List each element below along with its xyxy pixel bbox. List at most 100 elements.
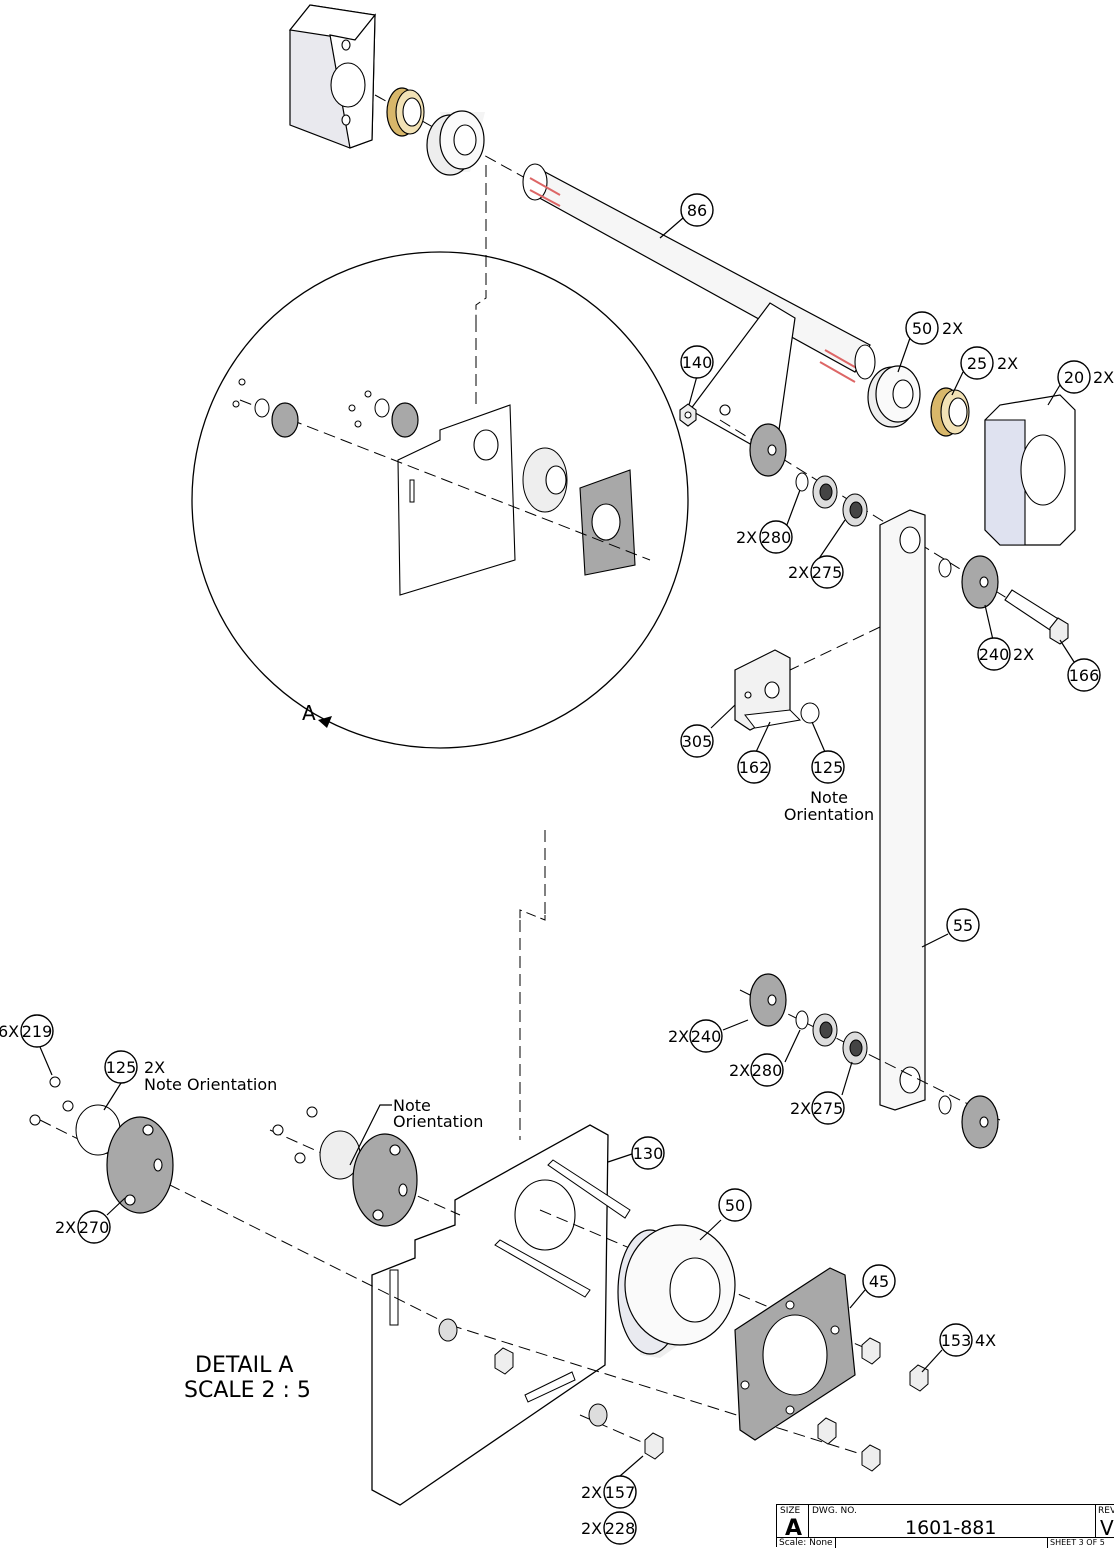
balloon: 50 <box>905 311 939 345</box>
svg-text:162: 162 <box>739 758 770 777</box>
svg-text:140: 140 <box>682 353 713 372</box>
balloon-mult: 2X <box>581 1483 602 1502</box>
svg-text:157: 157 <box>605 1483 636 1502</box>
bushing-upper <box>386 87 425 137</box>
bushing-right <box>930 387 970 437</box>
title-block: SIZE A DWG. NO. 1601-881 REV V Scale: No… <box>776 1504 1114 1548</box>
svg-text:270: 270 <box>79 1218 110 1237</box>
dwg-cell: DWG. NO. 1601-881 <box>809 1505 1097 1539</box>
note-orientation-hub-1: Note <box>393 1096 431 1115</box>
balloon: 275 <box>810 555 844 589</box>
rev-value: V <box>1100 1516 1114 1540</box>
bracket-305 <box>734 649 820 731</box>
balloon-mult: 2X <box>144 1058 165 1077</box>
balloon-mult: 2X <box>997 354 1018 373</box>
svg-text:280: 280 <box>752 1061 783 1080</box>
size-value: A <box>785 1516 803 1541</box>
balloon: 305 <box>680 724 714 758</box>
note-orientation-lower: Note Orientation <box>144 1075 277 1094</box>
bearing-block-right <box>984 394 1076 546</box>
balloon: 219 <box>20 1014 54 1048</box>
svg-text:130: 130 <box>633 1144 664 1163</box>
svg-text:280: 280 <box>761 528 792 547</box>
svg-text:125: 125 <box>813 758 844 777</box>
collar-upper <box>426 110 485 176</box>
balloon: 45 <box>862 1264 896 1298</box>
svg-text:275: 275 <box>812 563 843 582</box>
balloon-mult: 4X <box>975 1331 996 1350</box>
detail-plate-mini <box>397 404 636 596</box>
collar-right <box>867 365 921 428</box>
size-cell: SIZE A <box>777 1505 809 1541</box>
link-bar <box>879 509 926 1111</box>
balloon: 280 <box>750 1053 784 1087</box>
mounting-plate <box>371 1124 609 1506</box>
balloon-mult: 2X <box>1013 645 1034 664</box>
size-label: SIZE <box>780 1506 801 1516</box>
detail-marker: A <box>302 701 316 725</box>
balloon: 140 <box>680 345 714 379</box>
balloon: 125 <box>104 1050 138 1084</box>
bearing-block-upper <box>288 4 377 149</box>
svg-text:275: 275 <box>813 1099 844 1118</box>
balloon: 240 <box>977 637 1011 671</box>
detail-hub-mini <box>232 378 419 438</box>
balloon: 166 <box>1067 658 1101 692</box>
svg-text:125: 125 <box>106 1058 137 1077</box>
balloon-mult: 2X <box>581 1519 602 1538</box>
svg-text:86: 86 <box>687 201 707 220</box>
nut-140 <box>679 403 697 427</box>
balloon-mult: 2X <box>736 528 757 547</box>
svg-text:55: 55 <box>953 916 973 935</box>
note-orientation-hub-2: Orientation <box>393 1112 483 1131</box>
balloon: 25 <box>960 346 994 380</box>
note-orientation-upper-2: Orientation <box>784 805 874 824</box>
svg-text:45: 45 <box>869 1272 889 1291</box>
nuts-153 <box>817 1337 929 1472</box>
balloon: 50 <box>718 1188 752 1222</box>
balloon-mult: 2X <box>790 1099 811 1118</box>
hub-left <box>29 1076 174 1214</box>
dwg-number: 1601-881 <box>905 1517 997 1539</box>
balloon: 240 <box>689 1019 723 1053</box>
svg-text:25: 25 <box>967 354 987 373</box>
svg-text:219: 219 <box>22 1022 53 1041</box>
balloon: 55 <box>946 908 980 942</box>
balloon: 86 <box>680 193 714 227</box>
balloon-mult: 2X <box>55 1218 76 1237</box>
detail-scale: SCALE 2 : 5 <box>184 1378 311 1403</box>
balloon-mult: 2X <box>729 1061 750 1080</box>
rev-label: REV <box>1098 1506 1114 1516</box>
balloon: 157 <box>603 1475 637 1509</box>
detail-circle <box>191 251 689 749</box>
rev-cell: REV V <box>1095 1505 1114 1540</box>
hub-middle <box>272 1106 418 1227</box>
dwg-label: DWG. NO. <box>812 1506 857 1516</box>
balloon-mult: 2X <box>942 319 963 338</box>
svg-text:153: 153 <box>941 1331 972 1350</box>
flange-plate <box>734 1267 856 1441</box>
balloon: 162 <box>737 750 771 784</box>
balloon-mult: 2X <box>788 563 809 582</box>
balloon: 270 <box>77 1210 111 1244</box>
scale-cell: Scale: None <box>779 1538 833 1548</box>
balloon: 130 <box>631 1136 665 1170</box>
svg-text:240: 240 <box>691 1027 722 1046</box>
balloon-mult: 2X <box>1093 368 1114 387</box>
balloon: 153 <box>939 1323 973 1357</box>
balloon: 125 <box>811 750 845 784</box>
balloon: 275 <box>811 1091 845 1125</box>
balloon: 228 <box>603 1511 637 1545</box>
balloon: 20 <box>1057 360 1091 394</box>
svg-text:50: 50 <box>912 319 932 338</box>
svg-text:228: 228 <box>605 1519 636 1538</box>
collar-50 <box>617 1224 736 1358</box>
shaft-arm <box>689 302 796 459</box>
tb-divider <box>835 1538 836 1548</box>
balloon-mult: 2X <box>668 1027 689 1046</box>
svg-text:240: 240 <box>979 645 1010 664</box>
svg-text:50: 50 <box>725 1196 745 1215</box>
svg-text:166: 166 <box>1069 666 1100 685</box>
svg-text:305: 305 <box>682 732 713 751</box>
